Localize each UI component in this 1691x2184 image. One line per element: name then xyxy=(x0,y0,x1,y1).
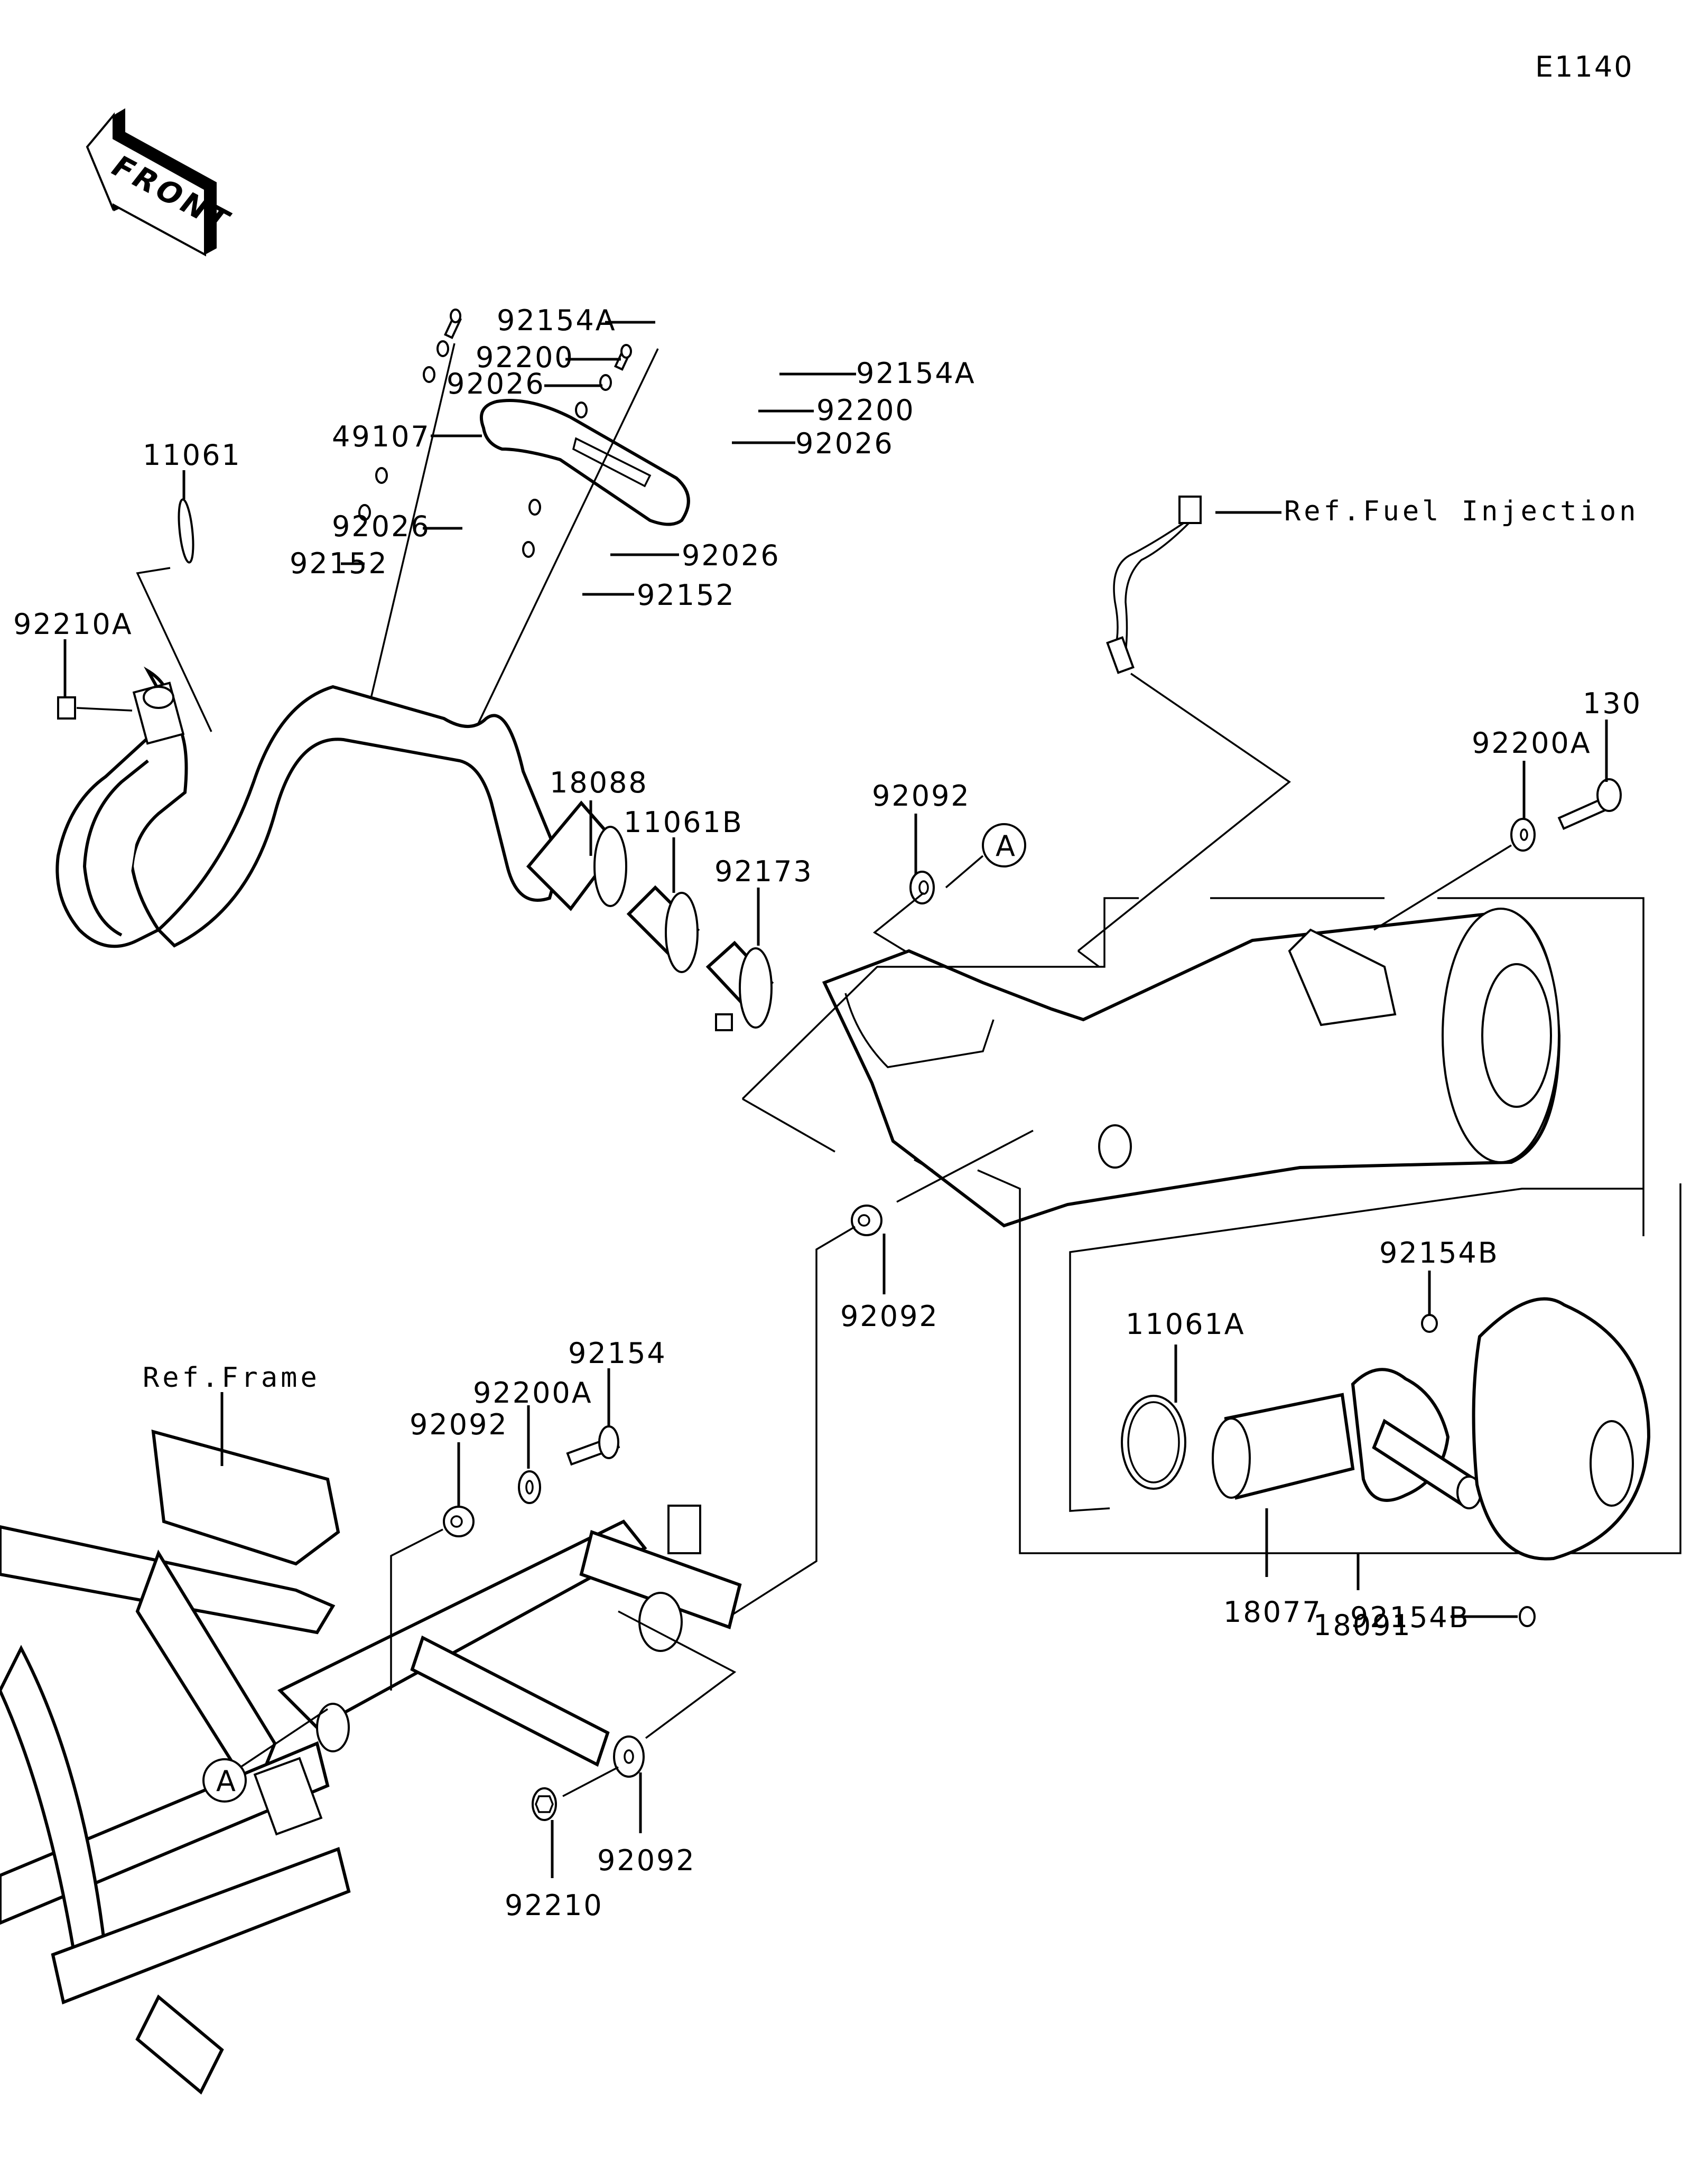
ref-fuel-injection: Ref.Fuel Injection xyxy=(1284,496,1639,527)
collar-92152-left-icon xyxy=(358,504,371,521)
pipe-end-18088-icon xyxy=(526,800,627,911)
bolt-92154A-left-icon xyxy=(443,309,462,339)
grommet-92026-upper-left-icon xyxy=(423,366,435,383)
assembly-18091-bracket xyxy=(977,1169,1681,1554)
label-92026-upper-right: 92026 xyxy=(795,427,894,460)
grommet-92092-mid-icon xyxy=(851,1205,882,1236)
front-arrow-icon: FRONT xyxy=(86,108,239,257)
callout-marker-a-upper xyxy=(982,823,1026,867)
diagram-code: E1140 xyxy=(1535,50,1634,83)
label-92200-right: 92200 xyxy=(816,394,915,427)
screw-92154B-top-icon xyxy=(1421,1314,1438,1333)
label-92154B-bottom: 92154B xyxy=(1350,1601,1470,1634)
label-92210A: 92210A xyxy=(13,608,133,641)
label-11061B: 11061B xyxy=(624,806,744,839)
grommet-92092-bottom-icon xyxy=(613,1735,645,1778)
washer-92200A-right-icon xyxy=(1510,818,1536,852)
grommet-92026-upper-right-icon xyxy=(575,402,588,418)
label-92026-upper-left: 92026 xyxy=(447,367,545,400)
label-92210: 92210 xyxy=(505,1889,603,1922)
bolt-130-icon xyxy=(1557,778,1622,830)
gasket-11061A-icon xyxy=(1121,1395,1186,1490)
clamp-92173-icon xyxy=(705,940,774,1031)
guide-line xyxy=(369,343,456,703)
label-49107: 49107 xyxy=(332,420,431,453)
label-18077: 18077 xyxy=(1223,1595,1322,1629)
label-92154A-left: 92154A xyxy=(497,304,617,337)
washer-92200A-left-icon xyxy=(518,1470,541,1504)
label-92154A-right: 92154A xyxy=(856,357,976,390)
bolt-92154A-right-icon xyxy=(614,344,633,371)
label-11061A: 11061A xyxy=(1126,1308,1246,1341)
label-92092-top: 92092 xyxy=(872,779,971,813)
label-92026-lower-left: 92026 xyxy=(332,510,431,543)
label-92152-left: 92152 xyxy=(290,547,388,580)
label-130: 130 xyxy=(1583,687,1642,720)
label-92092-mid: 92092 xyxy=(840,1300,939,1333)
label-92154B-top: 92154B xyxy=(1379,1236,1499,1270)
callout-a-upper-label: A xyxy=(996,829,1017,863)
frame-icon xyxy=(0,1429,742,2095)
callout-a-lower-label: A xyxy=(216,1765,237,1798)
label-92200A-left: 92200A xyxy=(473,1376,593,1410)
oxygen-sensor-icon xyxy=(1106,496,1202,674)
gasket-11061B-icon xyxy=(626,885,700,973)
muffler-assembly xyxy=(822,908,1561,1228)
label-18088: 18088 xyxy=(550,766,648,799)
label-92154: 92154 xyxy=(568,1337,667,1370)
label-92092-bottom: 92092 xyxy=(597,1844,696,1877)
washer-92200-left-icon xyxy=(436,340,449,357)
label-92173: 92173 xyxy=(714,855,813,888)
grommet-92092-top-icon xyxy=(909,871,935,904)
guide-line xyxy=(475,348,659,730)
end-cap-cover-icon xyxy=(1472,1297,1651,1561)
screw-92154B-bottom-icon xyxy=(1519,1606,1536,1627)
bolt-92154-icon xyxy=(566,1425,620,1466)
grommet-92026-lower-right-icon xyxy=(528,499,541,516)
collar-92152-right-icon xyxy=(522,541,535,558)
label-18091: 18091 xyxy=(1313,1609,1412,1642)
label-92026-lower-right: 92026 xyxy=(682,539,781,572)
tailpipe-insert-18077-icon xyxy=(1212,1368,1482,1509)
nut-92210A-icon xyxy=(57,696,133,720)
exhaust-header-pipe xyxy=(55,666,562,948)
label-11061: 11061 xyxy=(143,438,241,472)
heat-guard-49107 xyxy=(480,399,690,526)
label-92200-left: 92200 xyxy=(476,341,574,374)
label-92092-left: 92092 xyxy=(410,1408,508,1441)
label-92200A-right: 92200A xyxy=(1472,726,1592,760)
washer-92200-right-icon xyxy=(599,374,612,391)
callout-marker-a-lower xyxy=(202,1758,247,1803)
gasket-11061-icon xyxy=(178,498,194,564)
grommet-92092-left-icon xyxy=(443,1506,475,1537)
ref-frame: Ref.Frame xyxy=(143,1362,320,1394)
grommet-92026-lower-left-icon xyxy=(375,467,388,484)
nut-92210-icon xyxy=(532,1787,557,1821)
label-92152-right: 92152 xyxy=(637,578,736,612)
